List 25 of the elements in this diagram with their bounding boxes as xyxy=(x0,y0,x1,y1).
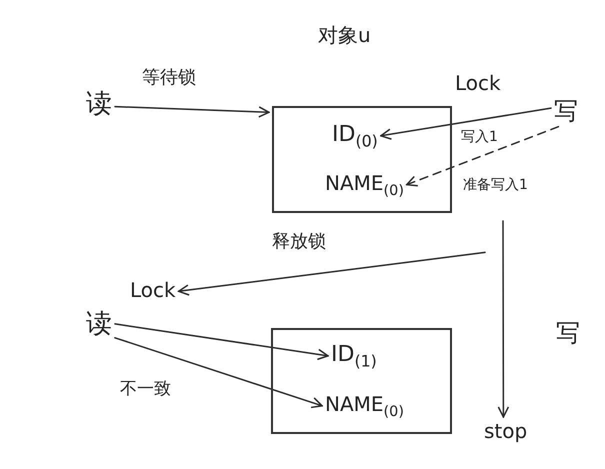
text-label: 读 xyxy=(86,310,112,340)
arrow xyxy=(380,107,552,140)
arrow xyxy=(498,220,510,418)
edge-label: 等待锁 xyxy=(140,68,198,89)
field-label: ID$_{(0)}$ xyxy=(332,122,378,151)
text-label: stop xyxy=(484,420,528,443)
edge-label: 释放锁 xyxy=(270,232,328,253)
arrow xyxy=(114,337,323,408)
object-box xyxy=(272,106,452,213)
title: 对象u xyxy=(318,24,371,47)
text-label: 写 xyxy=(554,98,578,126)
text-label: 写 xyxy=(556,320,580,348)
arrow xyxy=(114,323,329,360)
text-label: Lock xyxy=(130,279,176,302)
object-box xyxy=(271,328,452,434)
field-label: NAME$_{(0)}$ xyxy=(325,393,404,421)
field-label: NAME$_{(0)}$ xyxy=(325,172,404,200)
arrow xyxy=(406,126,560,187)
arrow xyxy=(178,252,486,296)
text-label: 读 xyxy=(86,90,112,120)
edge-label: 准备写入1 xyxy=(461,177,530,194)
text-label: Lock xyxy=(455,72,501,95)
field-label: ID$_{(1)}$ xyxy=(331,342,377,371)
edge-label: 写入1 xyxy=(459,129,500,146)
arrow xyxy=(114,106,270,118)
